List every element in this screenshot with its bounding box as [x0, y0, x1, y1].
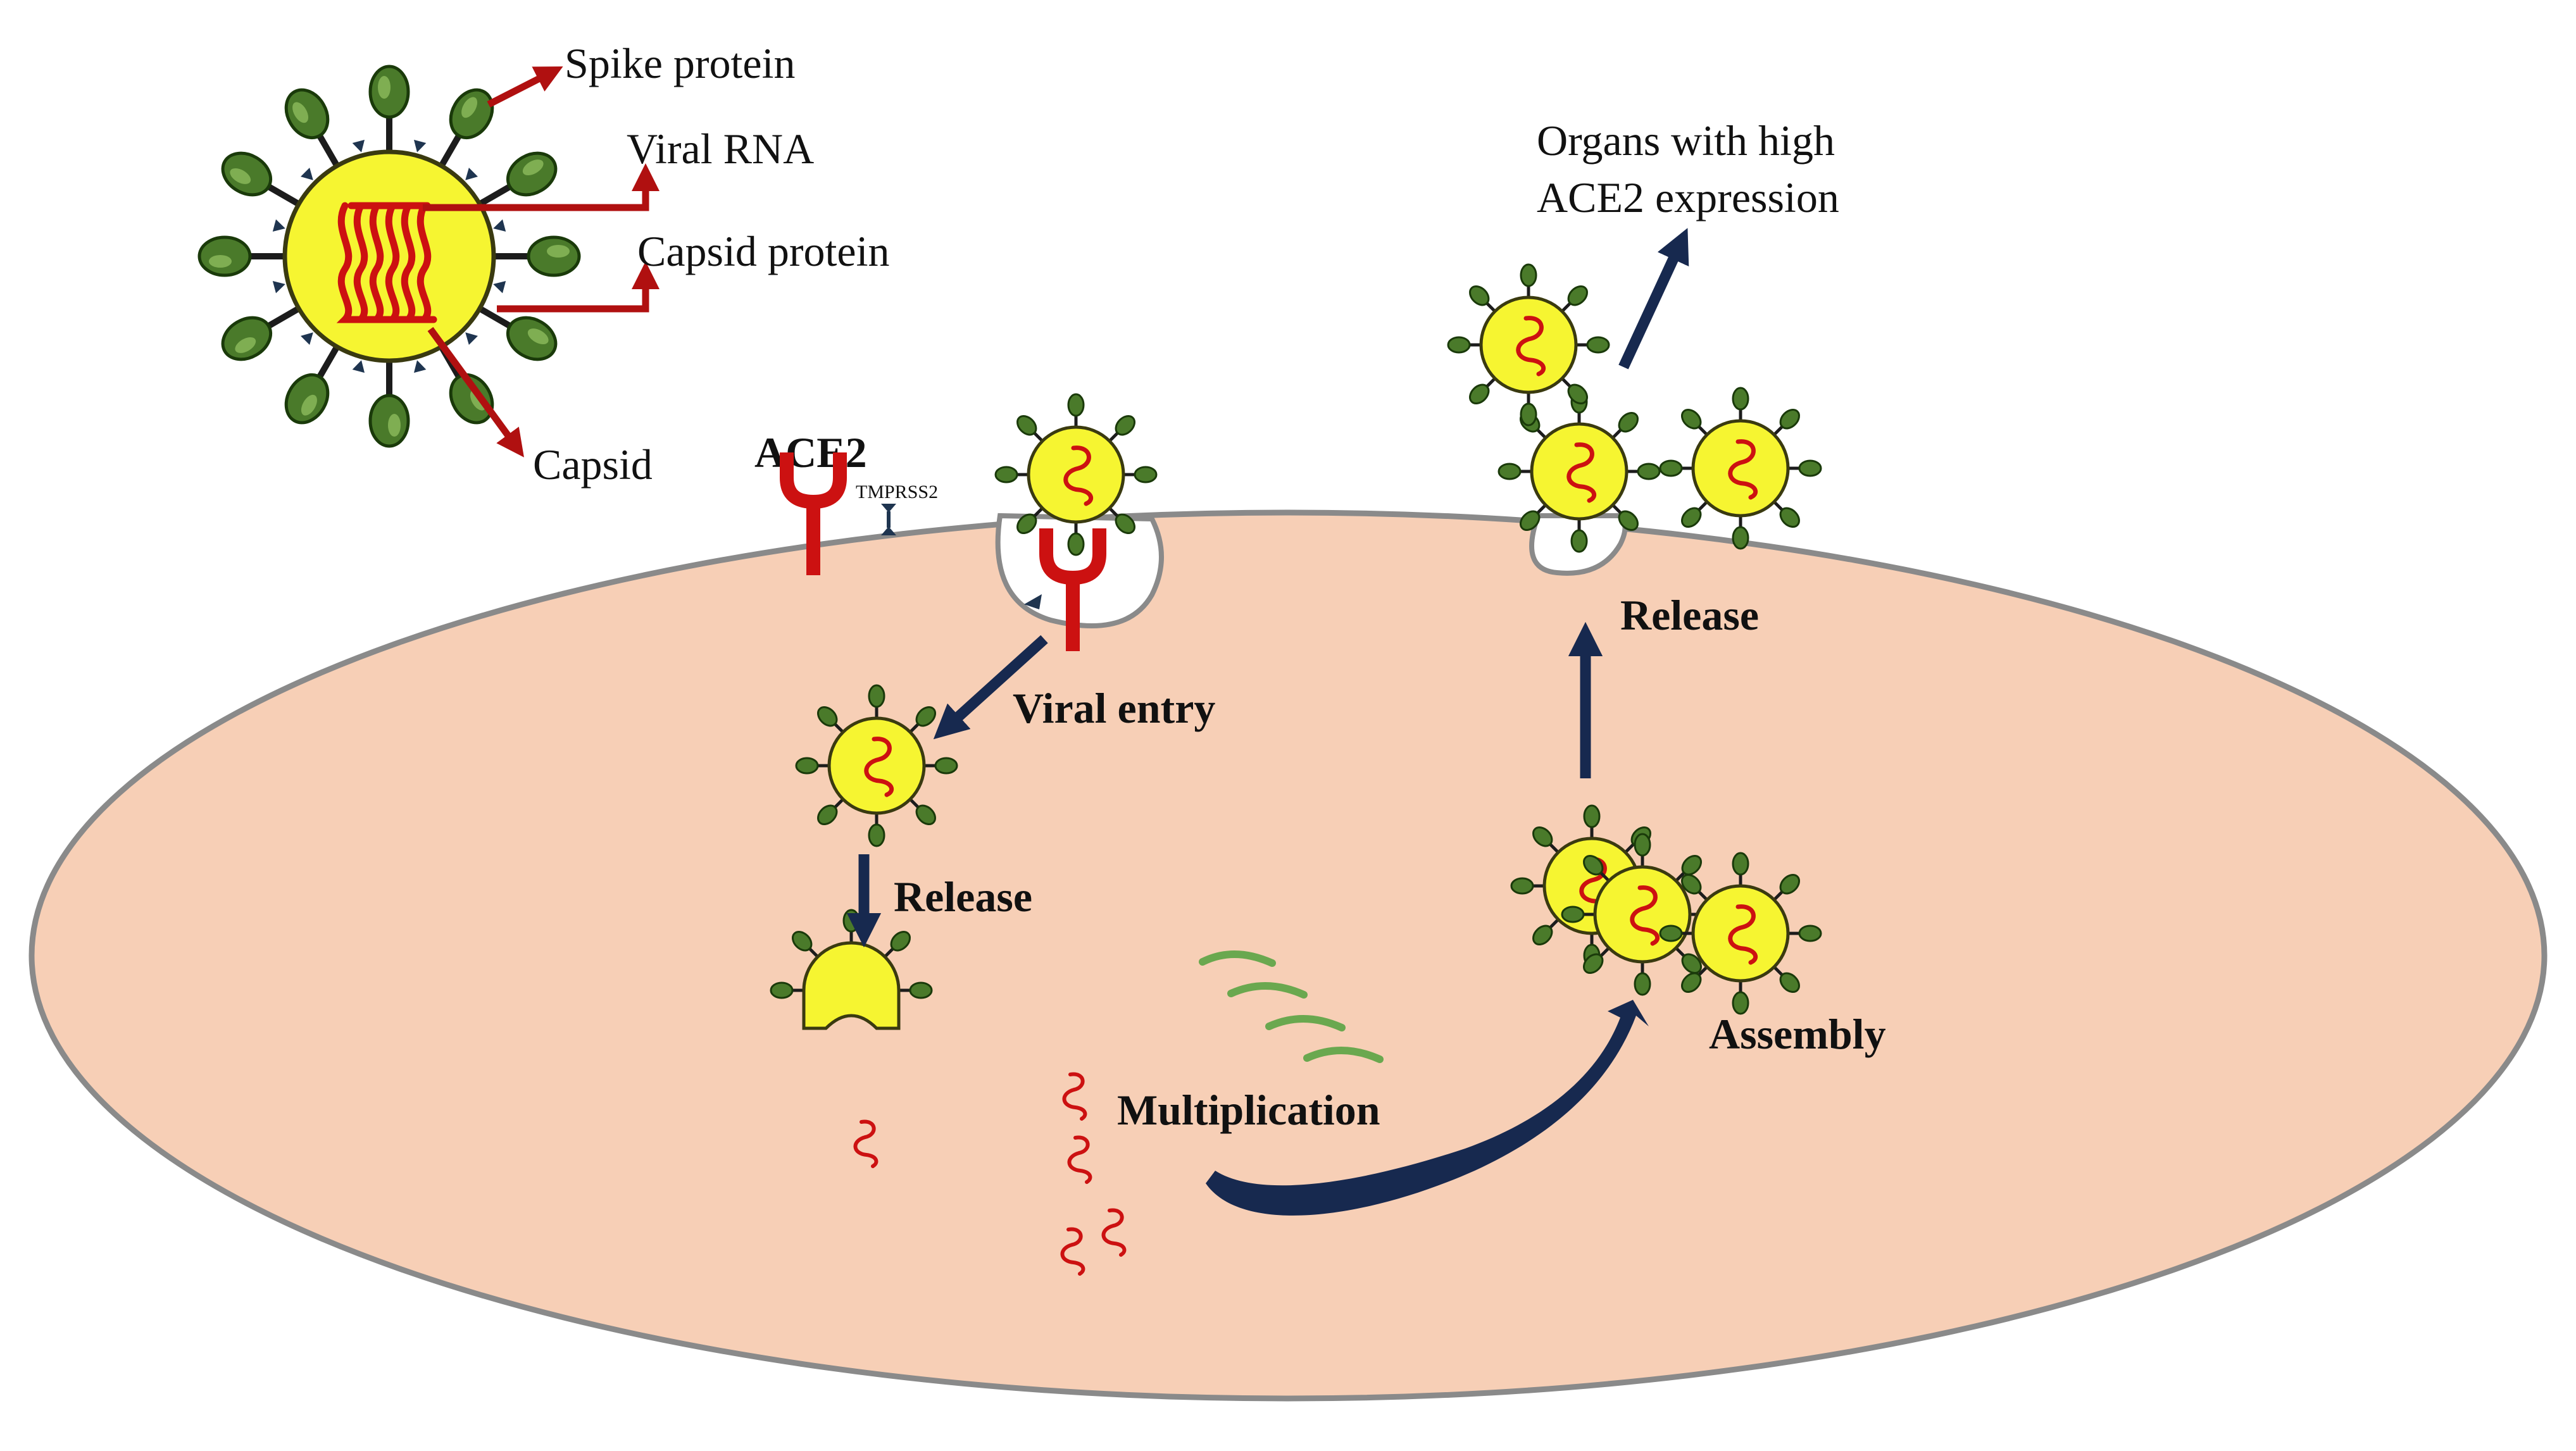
capsid-protein-label: Capsid protein	[637, 227, 890, 275]
process-arrows	[846, 228, 1689, 948]
host-cell	[28, 509, 2548, 1402]
organs-label-line1: Organs with high	[1537, 116, 1835, 165]
tmprss2-label: TMPRSS2	[856, 482, 938, 502]
viral-rna-label: Viral RNA	[627, 125, 814, 173]
tmprss2-protease-icon	[881, 504, 896, 535]
viral-entry-arrow	[933, 635, 1048, 740]
spike-protein-label: Spike protein	[565, 39, 796, 87]
spike-protein-arrow	[487, 66, 563, 108]
virus-particle-icon	[199, 66, 579, 446]
virion-released-right	[1660, 388, 1821, 549]
virion-internalized	[796, 685, 957, 846]
virion-uncoating	[771, 910, 932, 1030]
ace2-label: ACE2	[754, 428, 867, 476]
dissemination-arrow	[1618, 228, 1689, 370]
capsid-arrow	[427, 327, 524, 458]
rna-strand-icon	[336, 202, 437, 323]
annotation-arrows	[423, 66, 660, 458]
virion-released-top	[1448, 265, 1609, 425]
virion-binding	[996, 394, 1156, 555]
multiplication-arrow	[1206, 1000, 1649, 1216]
protein-fragments	[1199, 950, 1384, 1063]
release-inner-label: Release	[894, 873, 1032, 921]
capsid-label: Capsid	[533, 440, 653, 489]
release-outer-label: Release	[1620, 591, 1759, 639]
multiplication-label: Multiplication	[1117, 1086, 1380, 1134]
assembly-label: Assembly	[1709, 1010, 1886, 1058]
capsid-protein-arrow	[497, 261, 660, 313]
viral-rna-arrow	[423, 163, 660, 211]
viral-entry-label: Viral entry	[1013, 684, 1215, 732]
organs-label-line2: ACE2 expression	[1537, 173, 1839, 221]
tmprss2-protease-entry-icon	[1024, 594, 1042, 609]
